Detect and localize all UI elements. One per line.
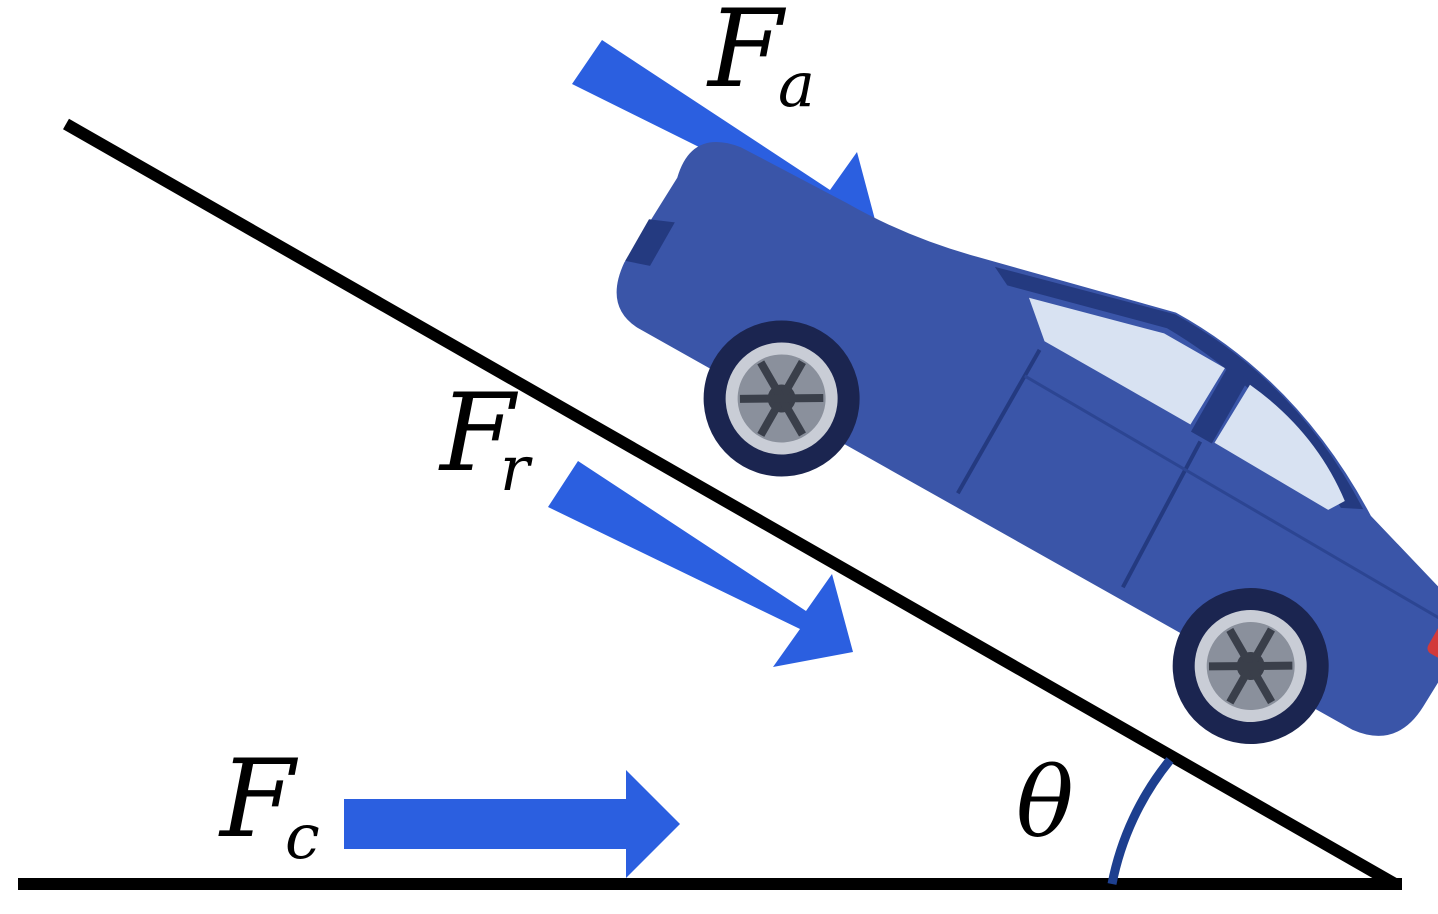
label-fc-sub: c [285, 800, 320, 873]
front-wheel [703, 320, 860, 477]
label-fr-sub: r [500, 432, 533, 505]
car-icon [616, 142, 1438, 745]
label-fc-main: F [218, 737, 299, 862]
label-fr-main: F [438, 371, 519, 496]
force-arrow-fc [344, 770, 680, 878]
label-fc: F c [218, 737, 320, 873]
rear-wheel [1172, 588, 1329, 745]
label-fa-main: F [706, 0, 787, 112]
label-fa-sub: a [778, 48, 815, 121]
incline-line [63, 118, 1398, 890]
angle-arc [1107, 757, 1174, 885]
label-theta: θ [1016, 747, 1074, 859]
label-fa: F a [706, 0, 815, 121]
label-fr: F r [438, 371, 533, 505]
force-arrow-fr [548, 461, 853, 667]
